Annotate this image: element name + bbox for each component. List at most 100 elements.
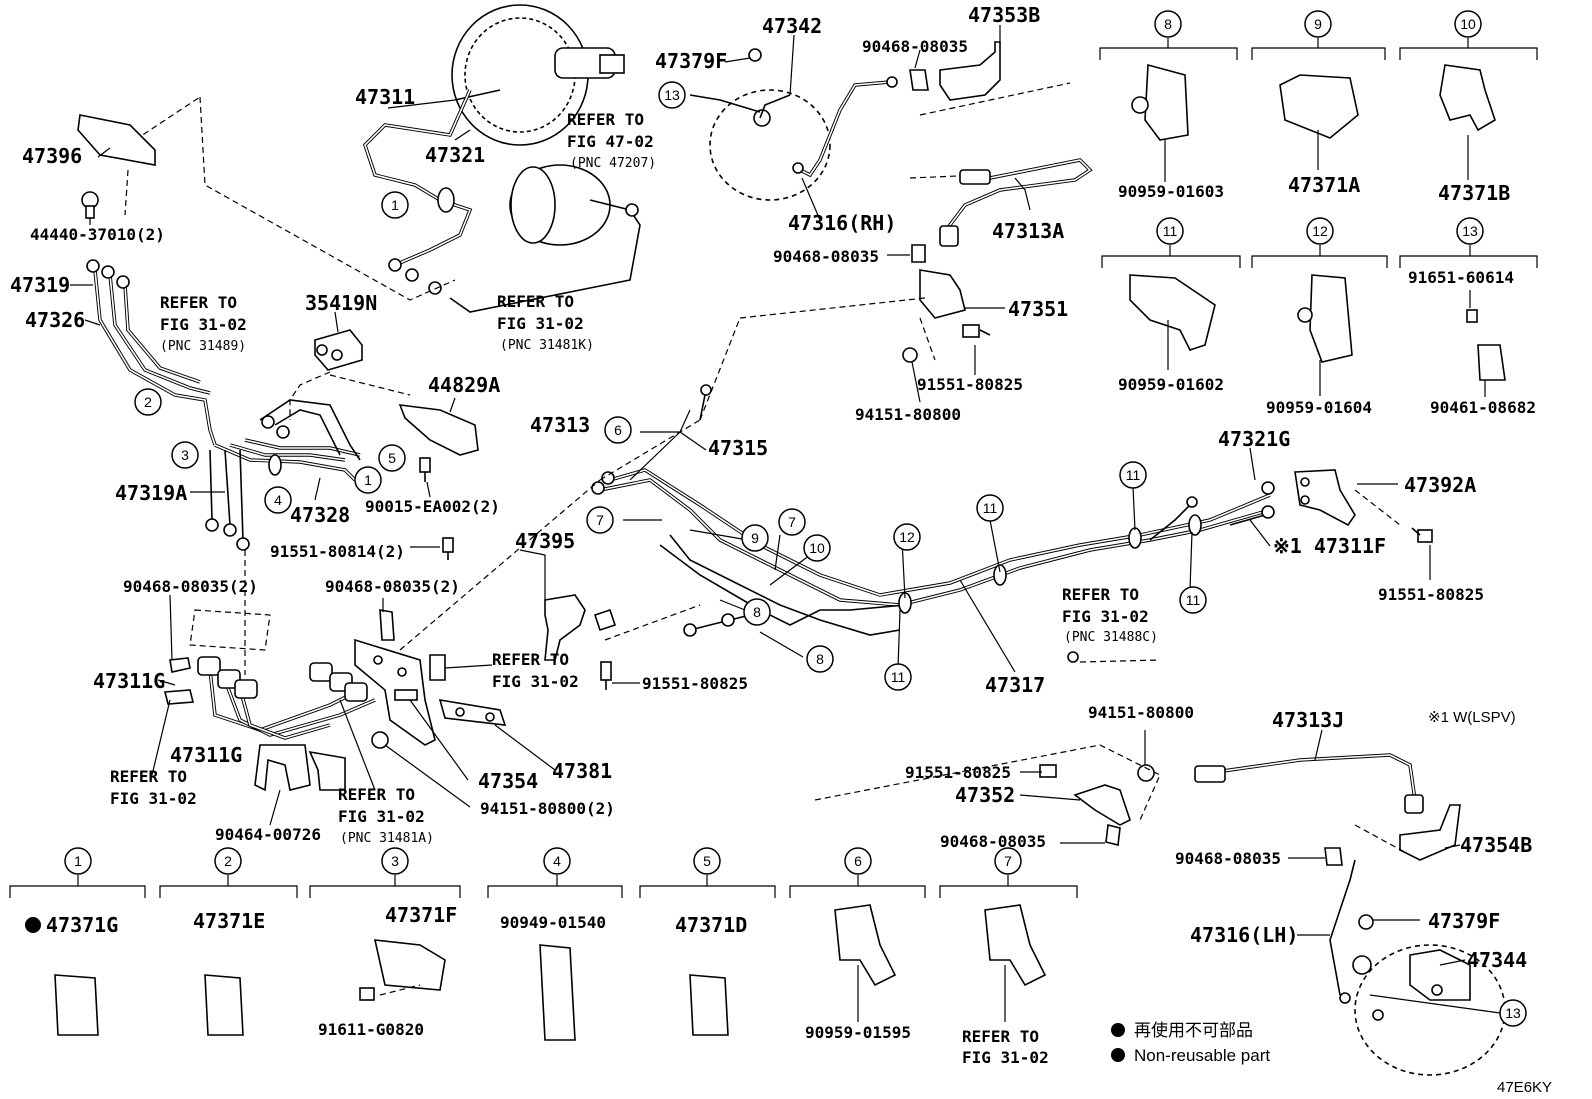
inset-callout-12: 12 bbox=[1306, 217, 1334, 245]
footnote-lspv: ※1 W(LSPV) bbox=[1428, 709, 1516, 726]
label-90959-01604: 90959-01604 bbox=[1266, 398, 1372, 417]
label-47371F: 47371F bbox=[385, 903, 457, 927]
label-47315: 47315 bbox=[708, 436, 768, 460]
svg-text:REFER TO: REFER TO bbox=[338, 785, 415, 804]
inset-11 bbox=[1101, 245, 1241, 370]
svg-text:1: 1 bbox=[74, 853, 82, 869]
svg-text:REFER TO: REFER TO bbox=[497, 292, 574, 311]
label-44440-37010: 44440-37010(2) bbox=[30, 225, 165, 244]
pipes-47319-47326 bbox=[86, 259, 217, 446]
svg-text:(PNC 31481A): (PNC 31481A) bbox=[340, 831, 434, 846]
diagram-code: 47E6KY bbox=[1497, 1079, 1552, 1096]
label-90959-01603: 90959-01603 bbox=[1118, 182, 1224, 201]
svg-text:(PNC 31481K): (PNC 31481K) bbox=[500, 338, 594, 353]
inset-callout-7: 7 bbox=[994, 847, 1022, 875]
label-47354: 47354 bbox=[478, 769, 538, 793]
legend-jp: 再使用不可部品 bbox=[1134, 1020, 1253, 1040]
callout-2: 2 bbox=[134, 388, 162, 416]
label-91551-80825-c: 91551-80825 bbox=[1378, 585, 1484, 604]
label-47344: 47344 bbox=[1467, 948, 1527, 972]
pipe-47311 bbox=[362, 89, 473, 295]
label-47371G: 47371G bbox=[46, 913, 118, 937]
inset-7 bbox=[939, 875, 1078, 1022]
callout-13a: 13 bbox=[658, 81, 686, 109]
svg-text:FIG 31-02: FIG 31-02 bbox=[962, 1048, 1049, 1067]
label-90464-00726: 90464-00726 bbox=[215, 825, 321, 844]
label-47371D: 47371D bbox=[675, 913, 747, 937]
label-91651-60614: 91651-60614 bbox=[1408, 268, 1514, 287]
svg-text:FIG 31-02: FIG 31-02 bbox=[492, 672, 579, 691]
label-91551-80825-a: 91551-80825 bbox=[917, 375, 1023, 394]
label-90468-08035-top: 90468-08035 bbox=[862, 37, 968, 56]
callout-6: 6 bbox=[604, 416, 632, 444]
svg-text:10: 10 bbox=[809, 540, 825, 556]
bracket-47352 bbox=[814, 744, 1161, 846]
label-90468-08035-2b: 90468-08035(2) bbox=[325, 577, 460, 596]
svg-text:11: 11 bbox=[1186, 592, 1201, 608]
callout-9: 9 bbox=[741, 524, 769, 552]
svg-text:2: 2 bbox=[144, 394, 152, 410]
callout-1b: 1 bbox=[354, 466, 382, 494]
inset-9 bbox=[1251, 38, 1386, 170]
svg-text:4: 4 bbox=[553, 853, 561, 869]
label-90015-EA002: 90015-EA002(2) bbox=[365, 497, 500, 516]
svg-text:5: 5 bbox=[388, 450, 396, 466]
callout-7b: 7 bbox=[778, 508, 806, 536]
label-47317: 47317 bbox=[985, 673, 1045, 697]
svg-text:1: 1 bbox=[364, 472, 372, 488]
callout-11a: 11 bbox=[976, 494, 1004, 522]
label-90468-08035-2a: 90468-08035(2) bbox=[123, 577, 258, 596]
callout-4: 4 bbox=[264, 486, 292, 514]
brake-booster-assembly bbox=[449, 4, 641, 313]
svg-text:REFER TO: REFER TO bbox=[962, 1027, 1039, 1046]
label-47328: 47328 bbox=[290, 503, 350, 527]
label-47371B: 47371B bbox=[1438, 181, 1510, 205]
label-47379F-bot: 47379F bbox=[1428, 909, 1500, 933]
svg-text:8: 8 bbox=[816, 651, 824, 667]
callout-8b: 8 bbox=[806, 645, 834, 673]
svg-text:6: 6 bbox=[854, 853, 862, 869]
inset-4 bbox=[487, 875, 623, 1041]
hose-47313A bbox=[909, 158, 1093, 247]
inset-callout-10: 10 bbox=[1454, 10, 1482, 38]
label-90468-08035-mid: 90468-08035 bbox=[773, 247, 879, 266]
svg-text:REFER TO: REFER TO bbox=[110, 767, 187, 786]
label-47319A: 47319A bbox=[115, 481, 187, 505]
bracket-47351 bbox=[902, 244, 991, 363]
callout-10: 10 bbox=[803, 534, 831, 562]
inset-5 bbox=[639, 875, 776, 1036]
clamp-90464 bbox=[254, 744, 346, 792]
hose-47313J bbox=[1194, 753, 1424, 814]
non-reusable-dot-icon bbox=[1111, 1048, 1125, 1062]
label-47319: 47319 bbox=[10, 273, 70, 297]
svg-text:FIG 31-02: FIG 31-02 bbox=[1062, 607, 1149, 626]
inset-3 bbox=[309, 875, 461, 1001]
label-47379F-top: 47379F bbox=[655, 49, 727, 73]
inset-callout-3: 3 bbox=[381, 847, 409, 875]
refer-fig-31-02-pnc-31488C: REFER TO FIG 31-02 (PNC 31488C) bbox=[1062, 585, 1158, 645]
svg-text:7: 7 bbox=[1004, 853, 1012, 869]
svg-text:12: 12 bbox=[899, 529, 915, 545]
inset-6 bbox=[789, 875, 926, 1022]
svg-text:11: 11 bbox=[1126, 467, 1141, 483]
svg-text:6: 6 bbox=[614, 422, 622, 438]
svg-text:FIG 31-02: FIG 31-02 bbox=[338, 807, 425, 826]
pipe-bundle-47311G bbox=[163, 656, 376, 740]
refer-fig-31-02-left: REFER TO FIG 31-02 bbox=[110, 767, 197, 808]
label-47311F: ※1 47311F bbox=[1273, 534, 1386, 558]
label-47313J: 47313J bbox=[1272, 708, 1344, 732]
refer-fig-31-02-bottom: REFER TO FIG 31-02 bbox=[962, 1027, 1049, 1067]
callout-3: 3 bbox=[171, 441, 199, 469]
svg-text:(PNC 47207): (PNC 47207) bbox=[570, 156, 656, 171]
clip-90468-left bbox=[379, 609, 395, 641]
label-47313A: 47313A bbox=[992, 219, 1064, 243]
svg-text:FIG 31-02: FIG 31-02 bbox=[497, 314, 584, 333]
label-35419N: 35419N bbox=[305, 291, 377, 315]
label-47396: 47396 bbox=[22, 144, 82, 168]
refer-fig-31-02-pnc-31489: REFER TO FIG 31-02 (PNC 31489) bbox=[160, 293, 247, 354]
inset-callout-5: 5 bbox=[693, 847, 721, 875]
bracket-47396 bbox=[77, 114, 156, 219]
label-47371A: 47371A bbox=[1288, 173, 1360, 197]
bracket-44829A bbox=[398, 404, 479, 456]
caliper-lh-47344 bbox=[1329, 859, 1506, 1076]
